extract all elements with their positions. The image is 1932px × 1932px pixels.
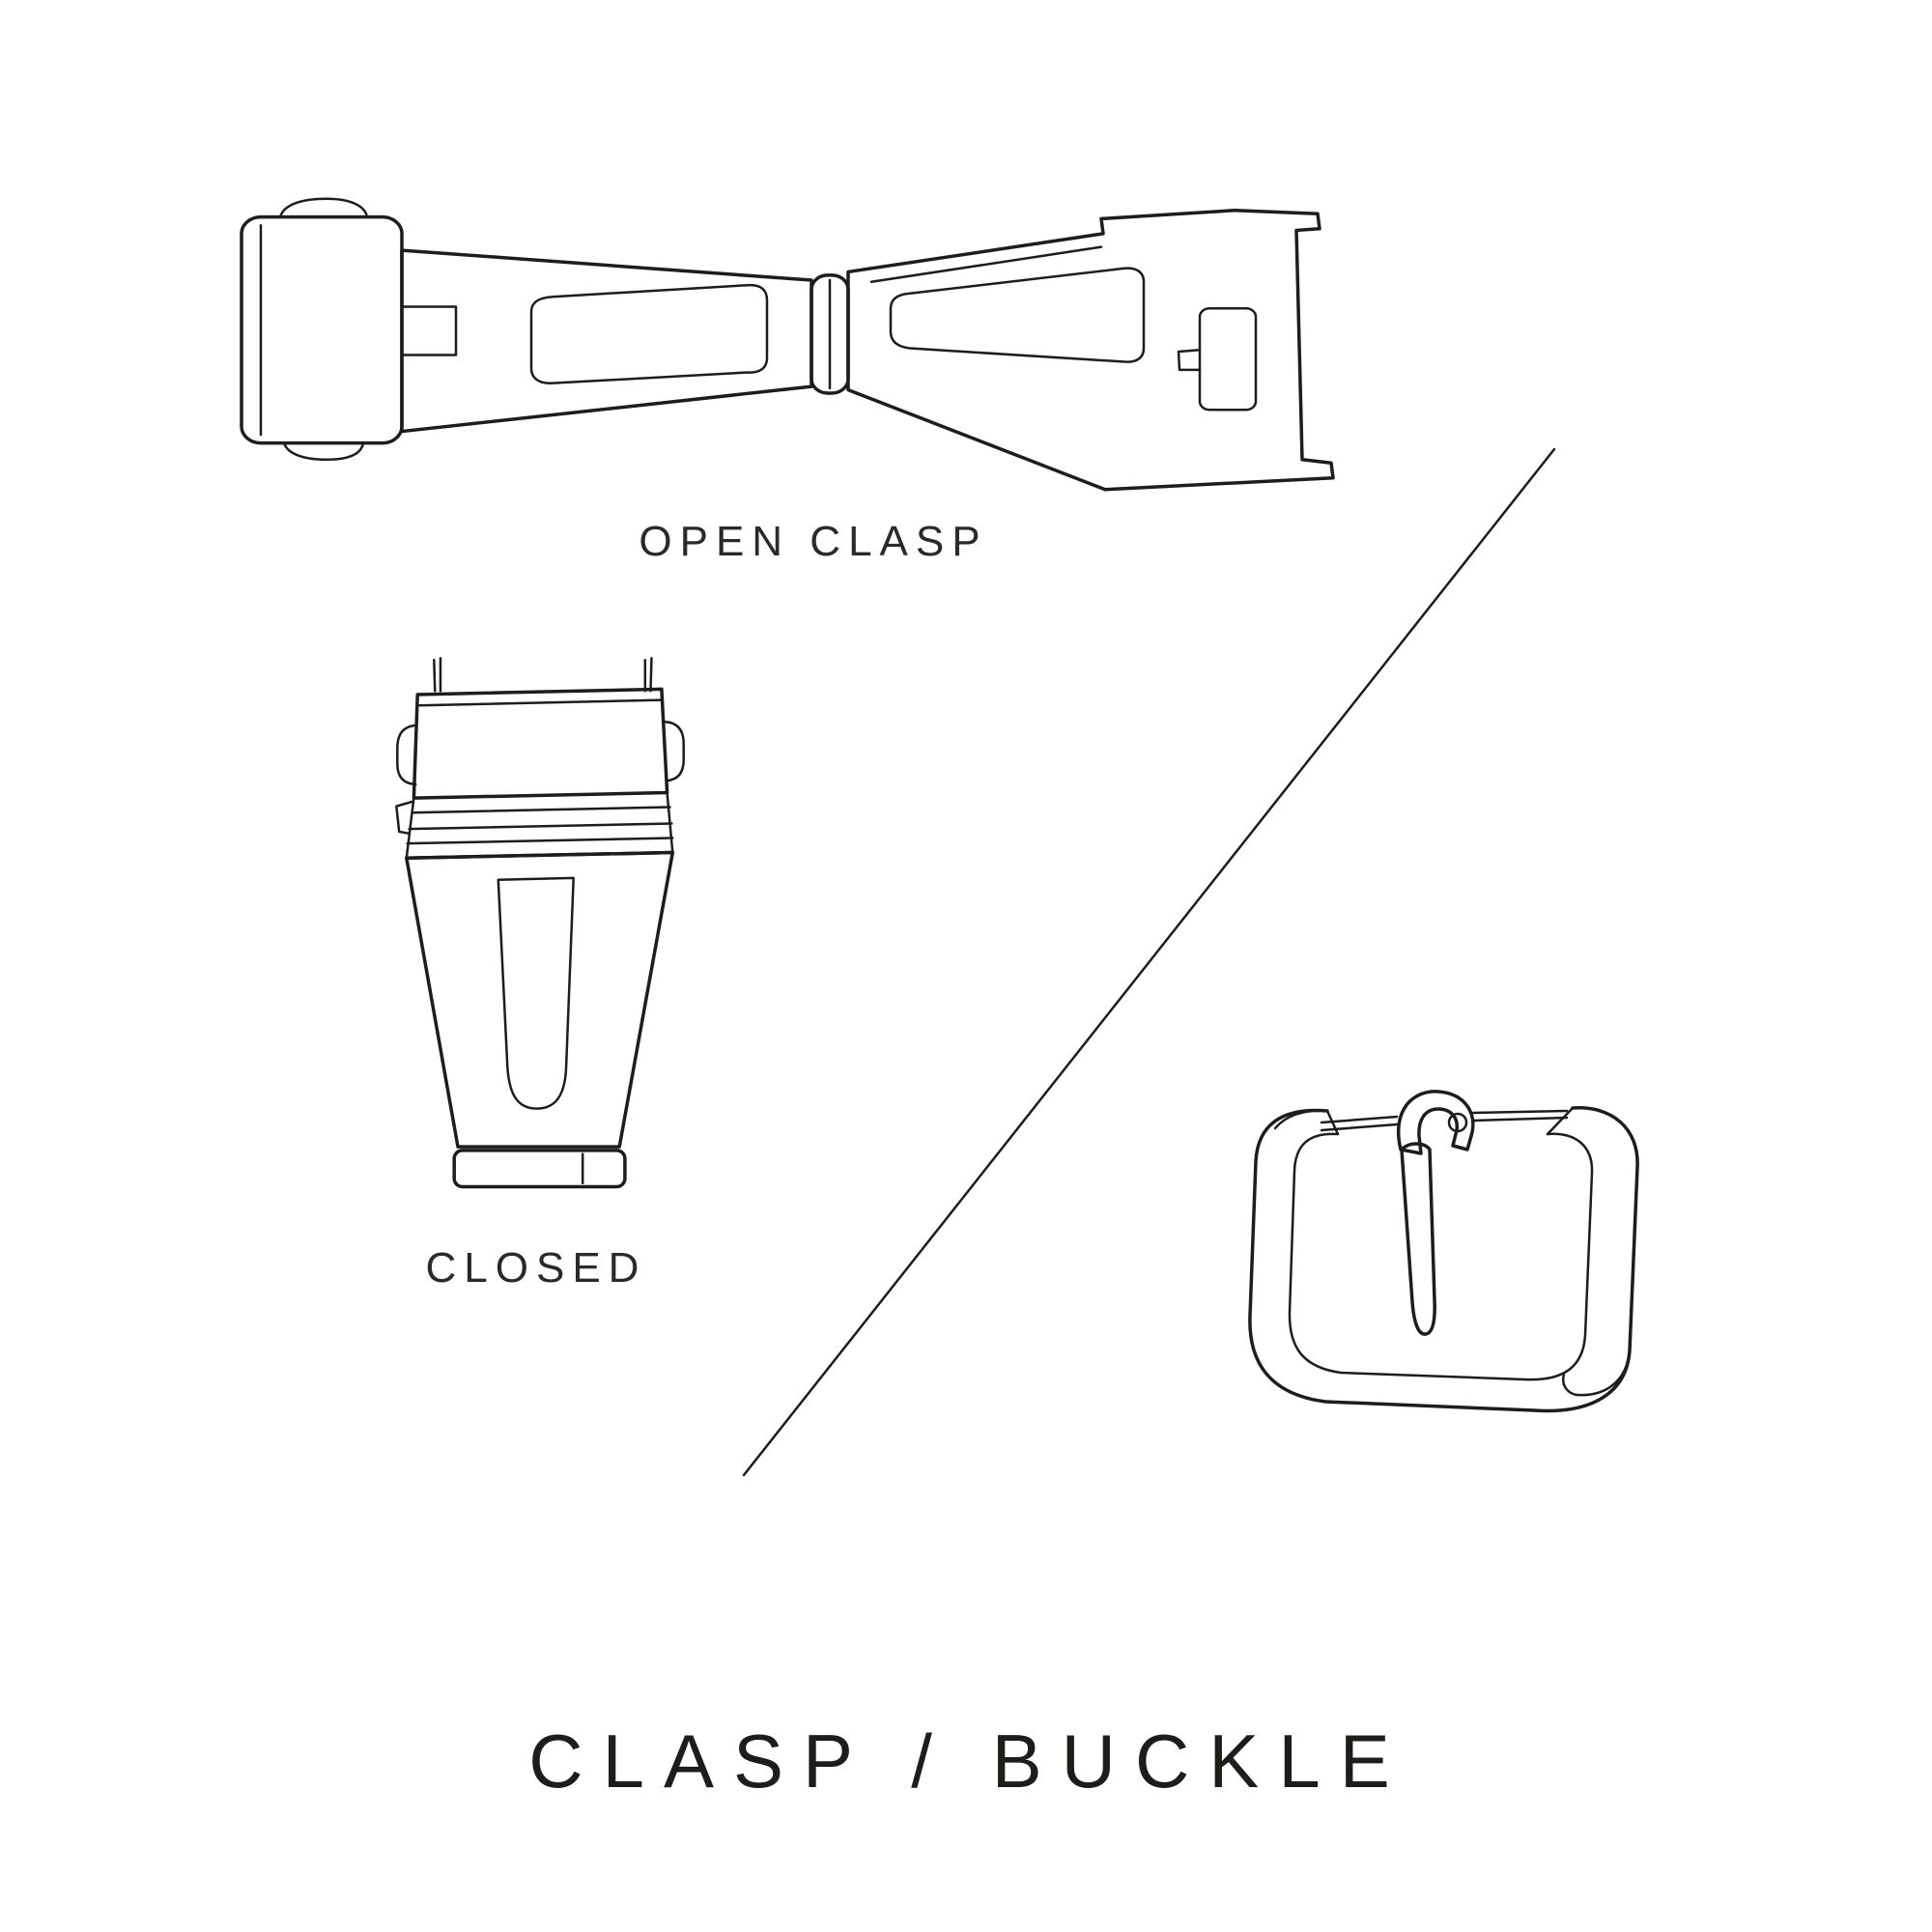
divider-line bbox=[742, 447, 1556, 1477]
closed-clasp-icon bbox=[396, 658, 683, 1186]
tang-buckle-icon bbox=[1250, 1092, 1637, 1411]
closed-clasp-label: CLOSED bbox=[425, 1244, 647, 1292]
open-clasp-icon bbox=[242, 199, 1333, 490]
page-title: CLASP / BUCKLE bbox=[528, 1719, 1409, 1804]
open-clasp-label: OPEN CLASP bbox=[639, 518, 988, 565]
